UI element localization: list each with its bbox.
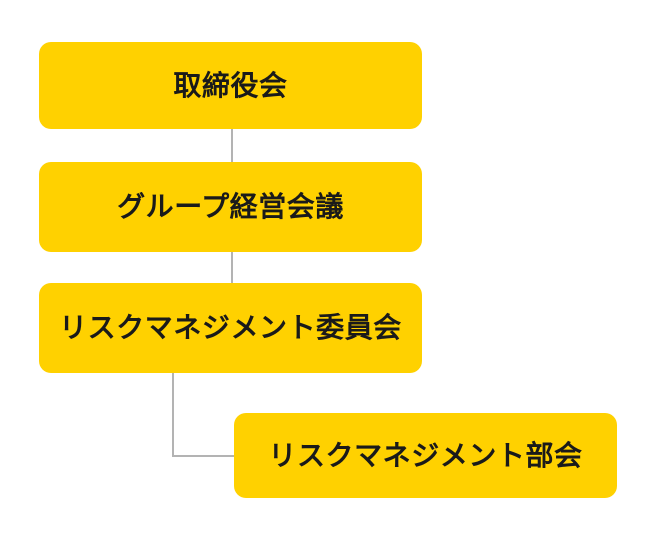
connector-rm-committee-to-rm-subcommittee-vertical — [172, 372, 174, 457]
node-group-management-meeting[interactable]: グループ経営会議 — [39, 162, 422, 252]
node-board-of-directors-label: 取締役会 — [173, 69, 288, 101]
node-board-of-directors[interactable]: 取締役会 — [39, 42, 422, 129]
connector-group-meeting-to-rm-committee — [231, 251, 233, 285]
node-risk-management-subcommittee-label: リスクマネジメント部会 — [268, 439, 583, 471]
node-risk-management-subcommittee[interactable]: リスクマネジメント部会 — [234, 413, 617, 498]
node-risk-management-committee-label: リスクマネジメント委員会 — [59, 312, 402, 344]
connector-board-to-group-meeting — [231, 128, 233, 164]
connector-rm-committee-to-rm-subcommittee-horizontal — [172, 455, 236, 457]
node-group-management-meeting-label: グループ経営会議 — [117, 191, 344, 223]
node-risk-management-committee[interactable]: リスクマネジメント委員会 — [39, 283, 422, 373]
